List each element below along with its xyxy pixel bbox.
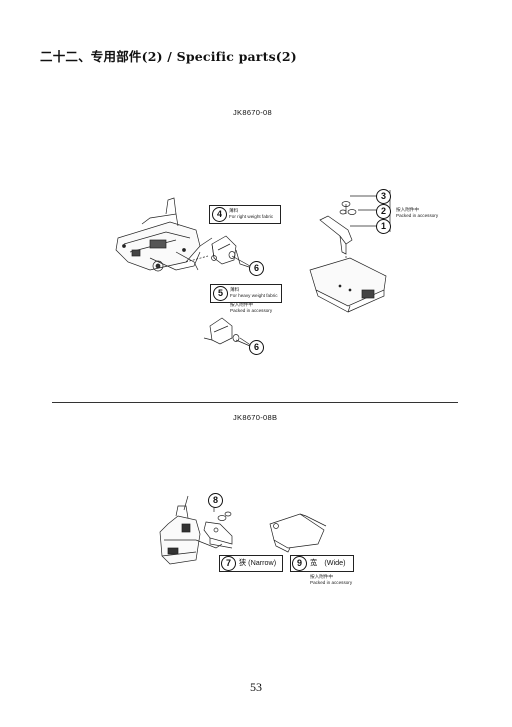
accessory-en: Packed in accessory <box>396 212 439 218</box>
accessory-en-3: Packed in accessory <box>310 579 353 585</box>
wide-guide-drawing <box>269 513 327 553</box>
page-number: 53 <box>250 680 262 694</box>
section-1-model: JK8670-08 <box>233 108 272 117</box>
narrow-label: 狭 (Narrow) <box>239 558 277 567</box>
presser-foot-heavy-drawing <box>203 317 253 347</box>
callout-5-box <box>210 284 282 303</box>
callout-5-label: 薄料 For heavy weight fabric <box>230 287 278 298</box>
callout-8: 8 <box>208 493 223 508</box>
page-heading: 二十二、专用部件(2) / Specific parts(2) <box>40 49 297 64</box>
callout-3: 3 <box>376 189 391 204</box>
accessory-cn: 按入附件中 <box>396 207 419 212</box>
p4-cn: 薄料 <box>229 208 239 213</box>
callout-4-box <box>209 205 281 224</box>
callout-6a: 6 <box>249 261 264 276</box>
callout-2: 2 <box>376 204 391 219</box>
p5-cn: 薄料 <box>230 287 240 292</box>
callout-7: 7 <box>221 556 236 571</box>
wide-label: 宽 (Wide) <box>310 558 346 567</box>
callout-6b: 6 <box>249 340 264 355</box>
accessory-note-3: 按入附件中 Packed in accessory <box>310 574 352 585</box>
accessory-note-1: 按入附件中 Packed in accessory <box>396 207 438 218</box>
machine-head-drawing <box>159 495 223 565</box>
callout-1: 1 <box>376 219 391 234</box>
section-divider <box>52 402 458 403</box>
bracket-drawing <box>319 195 378 272</box>
p5-en: For heavy weight fabric <box>230 292 278 298</box>
accessory-note-2: 按入附件中 Packed in accessory <box>230 302 272 313</box>
machine-bed-drawing <box>115 197 213 272</box>
callout-4-label: 薄料 For right weight fabric <box>229 208 273 219</box>
presser-foot-light-drawing <box>211 235 253 269</box>
section-2-model: JK8670-08B <box>233 413 278 422</box>
callout-5: 5 <box>213 286 228 301</box>
callout-4: 4 <box>212 207 227 222</box>
p4-en: For right weight fabric <box>229 213 274 219</box>
accessory-en-2: Packed in accessory <box>230 307 273 313</box>
callout-9: 9 <box>292 556 307 571</box>
accessory-cn-2: 按入附件中 <box>230 302 253 307</box>
accessory-cn-3: 按入附件中 <box>310 574 333 579</box>
plate-drawing <box>309 257 387 313</box>
